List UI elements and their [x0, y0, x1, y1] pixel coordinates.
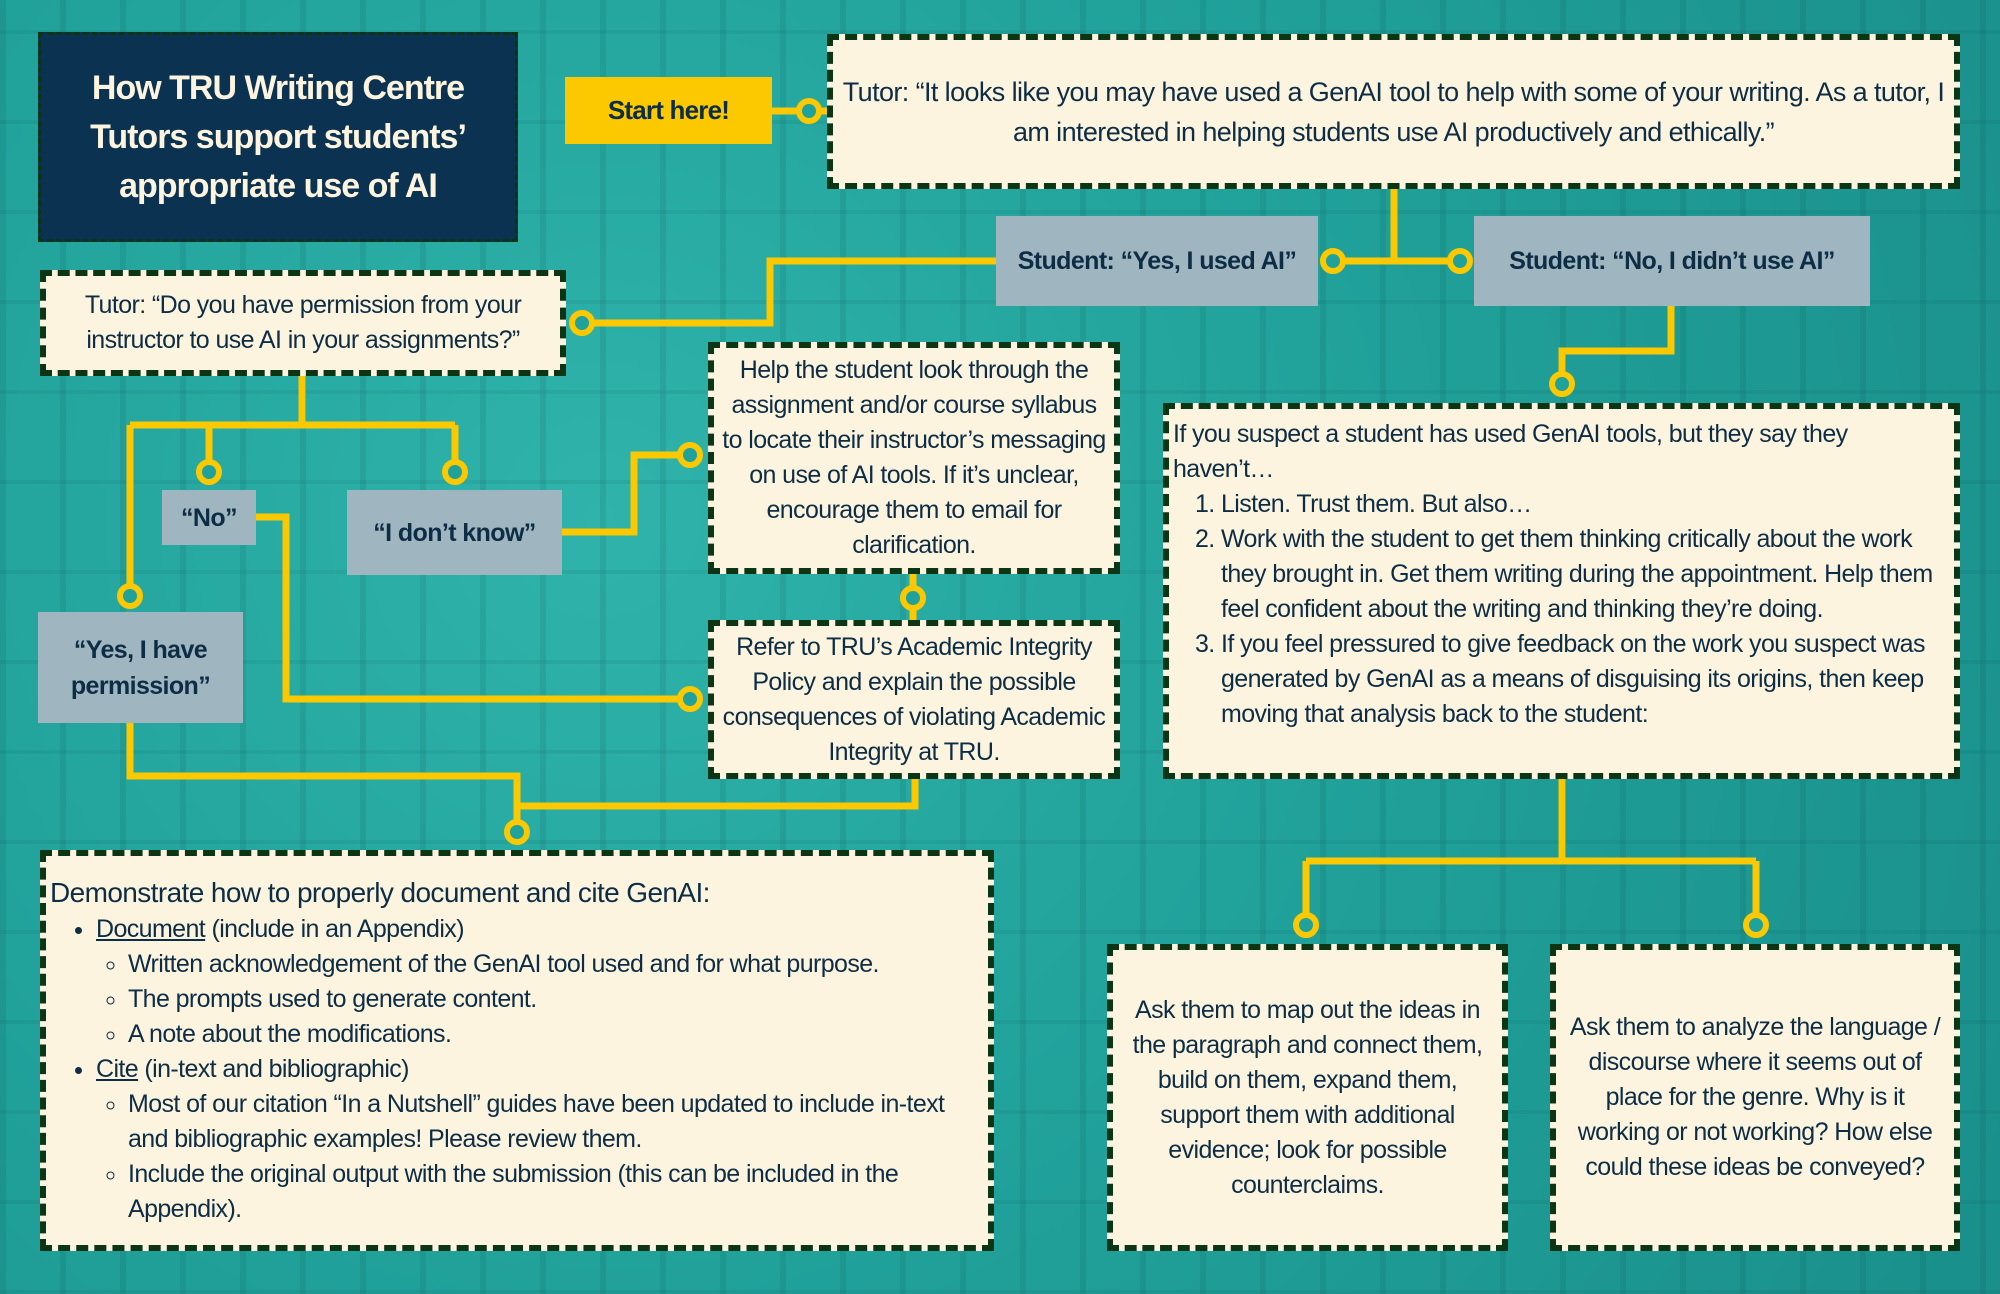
student-yes-response: Student: “Yes, I used AI” [996, 216, 1318, 306]
connector-node [677, 442, 703, 468]
connector-node [117, 583, 143, 609]
connector-node [504, 819, 530, 845]
suspect-box: If you suspect a student has used GenAI … [1163, 403, 1960, 779]
student-no-response: Student: “No, I didn’t use AI” [1474, 216, 1870, 306]
answer-dont-know: “I don’t know” [347, 490, 562, 575]
answer-yes-permission: “Yes, I have permission” [38, 612, 243, 723]
suspect-item: Listen. Trust them. But also… [1221, 487, 1950, 522]
demonstrate-heading: Demonstrate how to properly document and… [50, 877, 710, 908]
connector-node [1743, 912, 1769, 938]
connector-node [900, 585, 926, 611]
connector-node [442, 459, 468, 485]
suspect-intro: If you suspect a student has used GenAI … [1173, 420, 1848, 483]
connector-node [677, 686, 703, 712]
suspect-item: Work with the student to get them thinki… [1221, 522, 1950, 627]
page-title: How TRU Writing Centre Tutors support st… [38, 32, 518, 242]
connector-node [569, 310, 595, 336]
help-student-box: Help the student look through the assign… [708, 342, 1120, 574]
document-note: (include in an Appendix) [205, 915, 464, 943]
connector-node [1293, 912, 1319, 938]
document-link[interactable]: Document [96, 915, 206, 943]
tutor-permission-box: Tutor: “Do you have permission from your… [40, 270, 566, 376]
cite-link[interactable]: Cite [96, 1055, 139, 1083]
connector-node [1447, 248, 1473, 274]
cite-note: (in-text and bibliographic) [138, 1055, 409, 1083]
connector-node [196, 459, 222, 485]
answer-no: “No” [162, 490, 256, 545]
connector-node [796, 98, 822, 124]
start-here-label: Start here! [565, 77, 772, 144]
document-item: Written acknowledgement of the GenAI too… [128, 947, 984, 982]
tutor-opening-box: Tutor: “It looks like you may have used … [827, 34, 1960, 189]
document-item: The prompts used to generate content. [128, 982, 984, 1017]
cite-item: Most of our citation “In a Nutshell” gui… [128, 1087, 984, 1157]
ask-analyze-box: Ask them to analyze the language / disco… [1550, 944, 1960, 1251]
ask-map-box: Ask them to map out the ideas in the par… [1107, 944, 1508, 1251]
cite-item: Include the original output with the sub… [128, 1157, 984, 1227]
document-item: A note about the modifications. [128, 1017, 984, 1052]
refer-policy-box: Refer to TRU’s Academic Integrity Policy… [708, 620, 1120, 779]
connector-node [1320, 248, 1346, 274]
demonstrate-box: Demonstrate how to properly document and… [40, 850, 994, 1251]
suspect-item: If you feel pressured to give feedback o… [1221, 627, 1950, 732]
connector-node [1549, 371, 1575, 397]
